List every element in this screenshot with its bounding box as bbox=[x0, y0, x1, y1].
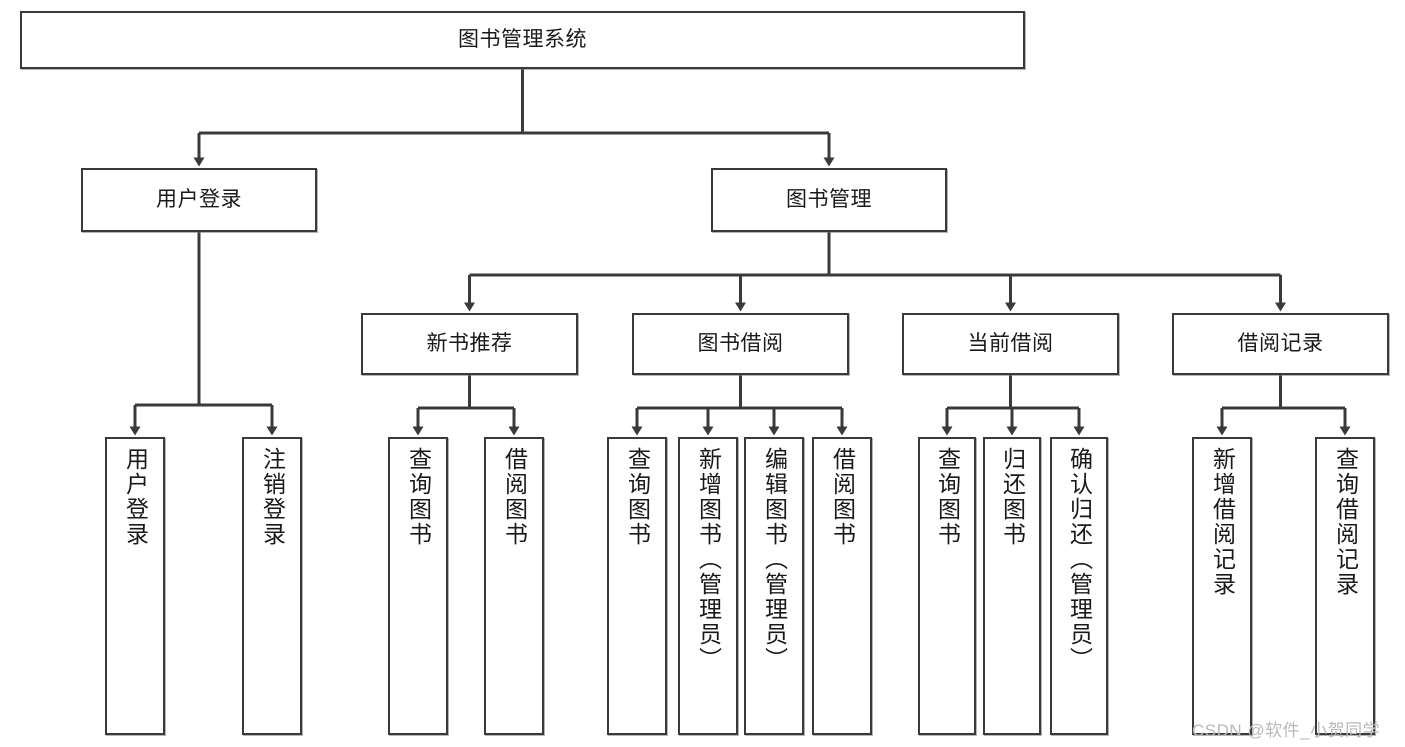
node-label: 用户登录 bbox=[156, 187, 242, 211]
node-label: 图书管理系统 bbox=[458, 27, 587, 51]
node-leaf-9[interactable]: 归还图书 bbox=[983, 437, 1041, 735]
node-label: 新书推荐 bbox=[426, 331, 513, 355]
node-label: 确认归还（管理员） bbox=[1066, 447, 1093, 672]
node-leaf-5[interactable]: 新增图书（管理员） bbox=[678, 437, 738, 735]
node-leaf-11[interactable]: 新增借阅记录 bbox=[1192, 437, 1252, 735]
node-label: 查询图书 bbox=[405, 447, 432, 547]
node-label: 借阅记录 bbox=[1237, 331, 1324, 355]
node-leaf-0[interactable]: 用户登录 bbox=[105, 437, 165, 735]
node-label: 新增借阅记录 bbox=[1209, 447, 1236, 597]
node-label: 用户登录 bbox=[122, 447, 149, 547]
node-level1-1[interactable]: 图书管理 bbox=[711, 168, 947, 232]
node-label: 图书管理 bbox=[786, 187, 872, 211]
node-leaf-6[interactable]: 编辑图书（管理员） bbox=[744, 437, 804, 735]
node-label: 图书借阅 bbox=[697, 331, 784, 355]
node-level1-0[interactable]: 用户登录 bbox=[81, 168, 317, 232]
node-label: 借阅图书 bbox=[829, 447, 856, 547]
node-level2-0[interactable]: 新书推荐 bbox=[361, 313, 578, 375]
node-label: 查询图书 bbox=[934, 447, 961, 547]
node-level2-1[interactable]: 图书借阅 bbox=[632, 313, 849, 375]
node-level2-2[interactable]: 当前借阅 bbox=[902, 313, 1119, 375]
node-level2-3[interactable]: 借阅记录 bbox=[1172, 313, 1389, 375]
node-label: 编辑图书（管理员） bbox=[761, 447, 788, 672]
node-label: 借阅图书 bbox=[501, 447, 528, 547]
node-label: 注销登录 bbox=[259, 447, 286, 547]
node-root[interactable]: 图书管理系统 bbox=[20, 11, 1025, 69]
node-leaf-8[interactable]: 查询图书 bbox=[918, 437, 976, 735]
node-label: 查询图书 bbox=[624, 447, 651, 547]
node-leaf-4[interactable]: 查询图书 bbox=[607, 437, 667, 735]
node-label: 查询借阅记录 bbox=[1332, 447, 1359, 597]
csdn-watermark: CSDN @软件_小贺同学 bbox=[1192, 721, 1381, 740]
node-leaf-3[interactable]: 借阅图书 bbox=[484, 437, 544, 735]
node-label: 当前借阅 bbox=[967, 331, 1054, 355]
node-leaf-2[interactable]: 查询图书 bbox=[388, 437, 448, 735]
node-leaf-10[interactable]: 确认归还（管理员） bbox=[1050, 437, 1108, 735]
node-leaf-7[interactable]: 借阅图书 bbox=[812, 437, 872, 735]
node-label: 新增图书（管理员） bbox=[695, 447, 722, 672]
node-leaf-1[interactable]: 注销登录 bbox=[242, 437, 302, 735]
node-leaf-12[interactable]: 查询借阅记录 bbox=[1315, 437, 1375, 735]
node-label: 归还图书 bbox=[999, 447, 1026, 547]
